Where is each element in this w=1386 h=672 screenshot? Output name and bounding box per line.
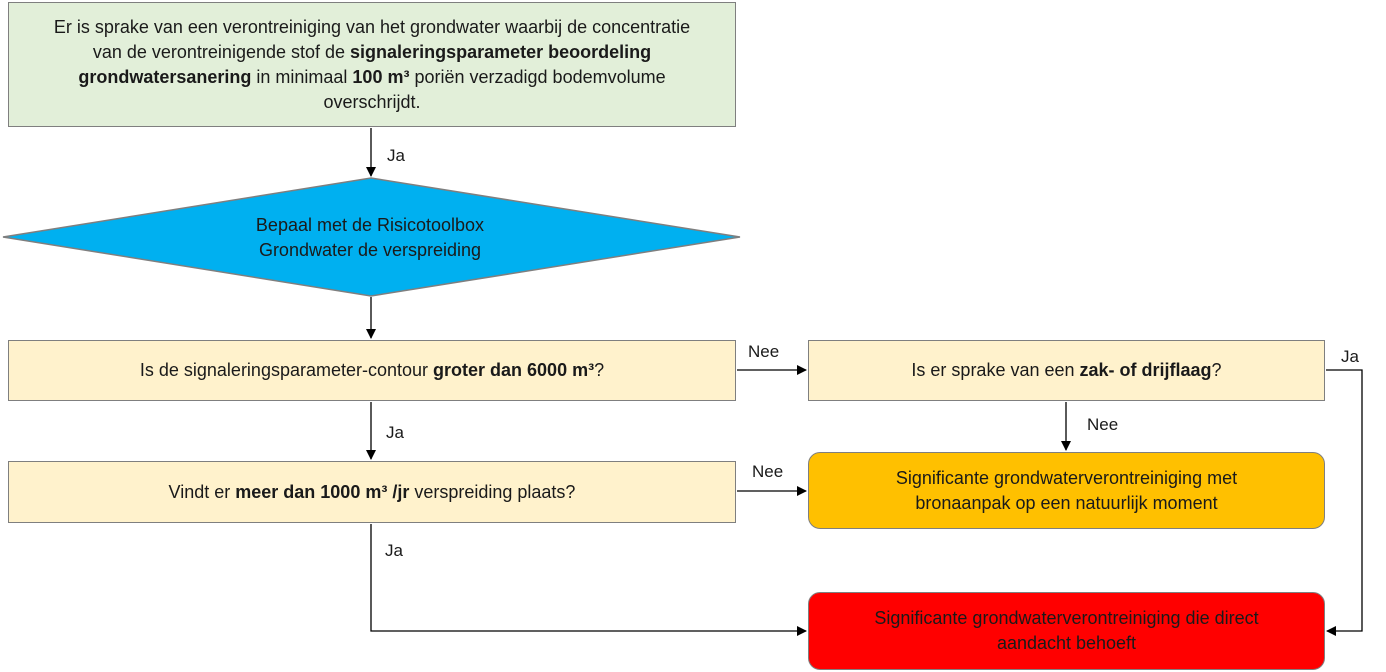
bold-text-run: groter dan 6000 m³ xyxy=(433,360,595,380)
text-run: Significante grondwaterverontreiniging m… xyxy=(895,467,1238,513)
label-nee-layer: Nee xyxy=(1087,415,1119,434)
text-run: Is er sprake van een xyxy=(911,360,1080,380)
text-run: verspreiding plaats? xyxy=(409,481,576,502)
text-run: Vindt er xyxy=(168,481,236,502)
question-spread-box: Vindt er meer dan 1000 m³ /jr verspreidi… xyxy=(8,461,736,523)
start-condition-text: Er is sprake van een verontreiniging van… xyxy=(49,15,695,115)
bold-text-run: meer dan 1000 m³ /jr xyxy=(235,481,410,502)
result-direct-attention-box: Significante grondwaterverontreiniging d… xyxy=(808,592,1325,670)
text-run: ? xyxy=(1211,360,1222,380)
text-run: Is de signaleringsparameter-contour xyxy=(139,360,434,380)
label-ja-contour: Ja xyxy=(386,423,404,442)
label-ja-layer: Ja xyxy=(1341,347,1359,366)
text-run: in minimaal xyxy=(251,66,353,87)
result-natural-moment-text: Significante grondwaterverontreiniging m… xyxy=(859,466,1274,516)
text-run: ? xyxy=(594,360,605,380)
start-condition-box: Er is sprake van een verontreiniging van… xyxy=(8,2,736,127)
bold-text-run: zak- of drijflaag xyxy=(1079,360,1212,380)
question-spread-text: Vindt er meer dan 1000 m³ /jr verspreidi… xyxy=(169,480,576,505)
text-run: Significante grondwaterverontreiniging d… xyxy=(874,608,1259,653)
question-contour-text: Is de signaleringsparameter-contour grot… xyxy=(140,358,604,383)
text-run: poriën verzadigd bodemvolume overschrijd… xyxy=(323,66,666,112)
question-contour-box: Is de signaleringsparameter-contour grot… xyxy=(8,340,736,401)
text-run: Er is sprake van een verontreiniging van… xyxy=(53,16,691,62)
decision-risk-text: Bepaal met de Risicotoolbox Grondwater d… xyxy=(170,210,570,266)
label-nee-contour: Nee xyxy=(748,342,780,361)
bold-text-run: 100 m³ xyxy=(352,66,410,87)
text-run: Bepaal met de Risicotoolbox Grondwater d… xyxy=(255,215,485,260)
label-nee-spread: Nee xyxy=(752,462,784,481)
decision-diamond xyxy=(2,177,741,297)
label-ja-start: Ja xyxy=(387,146,405,165)
question-layer-text: Is er sprake van een zak- of drijflaag? xyxy=(911,358,1221,383)
question-layer-box: Is er sprake van een zak- of drijflaag? xyxy=(808,340,1325,401)
bold-text-run: signaleringsparameter beoordeling grondw… xyxy=(78,41,652,87)
label-ja-spread: Ja xyxy=(385,541,403,560)
result-natural-moment-box: Significante grondwaterverontreiniging m… xyxy=(808,452,1325,529)
result-direct-attention-text: Significante grondwaterverontreiniging d… xyxy=(869,606,1264,656)
